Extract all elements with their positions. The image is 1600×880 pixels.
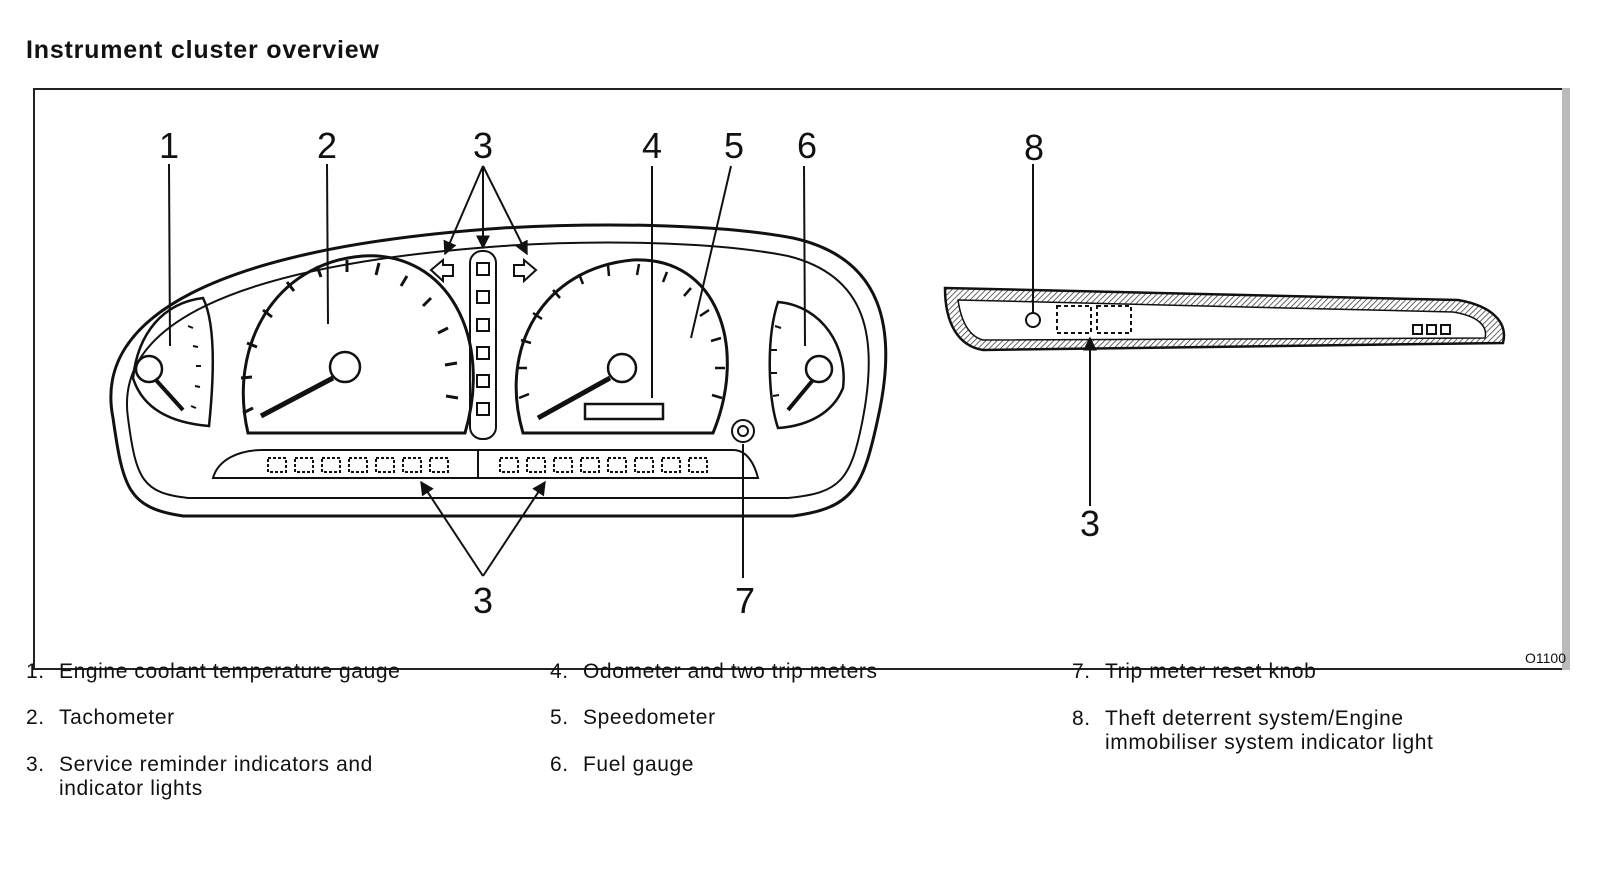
legend-number: 1. xyxy=(26,660,45,683)
fuel-gauge xyxy=(768,300,845,430)
legend-item-2: 2. Tachometer xyxy=(26,706,175,730)
cluster-housing xyxy=(109,223,888,518)
figure-code: O1100 xyxy=(1525,650,1566,666)
legend-number: 6. xyxy=(550,753,569,776)
leader-lines xyxy=(168,163,1097,578)
speedometer xyxy=(514,258,729,435)
callout-3-right: 3 xyxy=(1080,503,1100,544)
warning-light-strip xyxy=(211,449,760,479)
legend-text-continued: indicator lights xyxy=(59,777,203,800)
indicator-light-column xyxy=(429,250,538,440)
legend-number: 8. xyxy=(1072,707,1091,730)
trip-meter-reset-knob xyxy=(731,419,755,443)
legend-text: Theft deterrent system/Engine xyxy=(1105,707,1404,730)
page-title: Instrument cluster overview xyxy=(26,36,380,64)
legend-text: Odometer and two trip meters xyxy=(583,660,878,683)
legend-text: Service reminder indicators and xyxy=(59,753,373,776)
legend-text: Fuel gauge xyxy=(583,753,695,776)
callout-1: 1 xyxy=(159,125,179,166)
legend-item-8: 8. Theft deterrent system/Engine immobili… xyxy=(1072,707,1434,755)
callout-6: 6 xyxy=(797,125,817,166)
dashboard-panel-strip xyxy=(943,286,1506,352)
legend-item-5: 5. Speedometer xyxy=(550,706,716,730)
legend-number: 5. xyxy=(550,706,569,729)
instrument-cluster-diagram: 1 2 3 4 5 6 3 7 8 3 xyxy=(109,125,1506,621)
legend-item-1: 1. Engine coolant temperature gauge xyxy=(26,660,400,684)
legend-item-7: 7. Trip meter reset knob xyxy=(1072,660,1316,684)
frame-shadow xyxy=(1562,88,1570,670)
legend-text: Tachometer xyxy=(59,706,175,729)
callout-8: 8 xyxy=(1024,127,1044,168)
legend-text: Engine coolant temperature gauge xyxy=(59,660,401,683)
legend-number: 7. xyxy=(1072,660,1091,683)
legend-text-continued: immobiliser system indicator light xyxy=(1105,731,1434,754)
callout-5: 5 xyxy=(724,125,744,166)
legend-text: Speedometer xyxy=(583,706,716,729)
tachometer xyxy=(240,254,475,435)
legend-item-6: 6. Fuel gauge xyxy=(550,753,694,777)
legend-number: 2. xyxy=(26,706,45,729)
callout-3-top: 3 xyxy=(473,125,493,166)
callout-3-bottom: 3 xyxy=(473,580,493,621)
legend-text: Trip meter reset knob xyxy=(1105,660,1317,683)
legend-number: 4. xyxy=(550,660,569,683)
legend-number: 3. xyxy=(26,753,45,776)
legend-item-4: 4. Odometer and two trip meters xyxy=(550,660,878,684)
callout-4: 4 xyxy=(642,125,662,166)
legend-item-3: 3. Service reminder indicators and indica… xyxy=(26,753,373,801)
coolant-temperature-gauge xyxy=(131,296,215,428)
callout-2: 2 xyxy=(317,125,337,166)
callout-7: 7 xyxy=(735,580,755,621)
